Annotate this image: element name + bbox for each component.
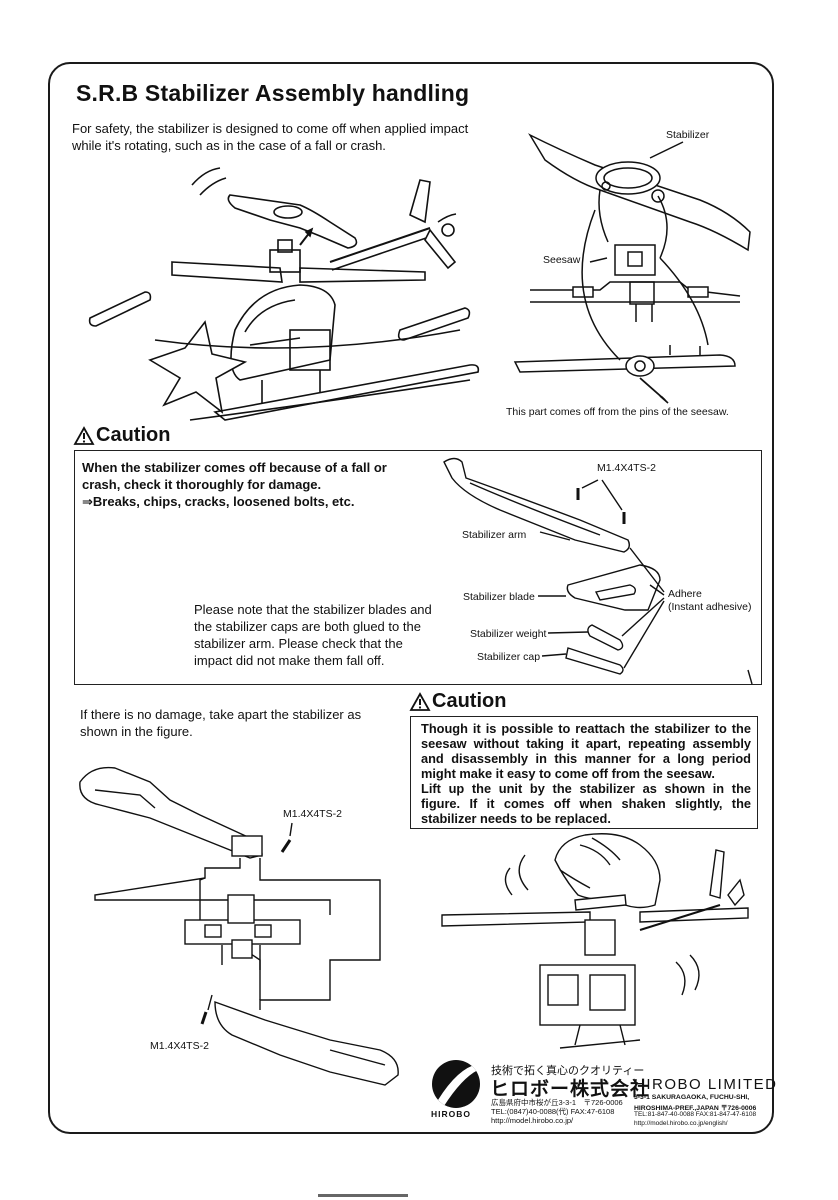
label-screw-top: M1.4X4TS-2: [283, 808, 342, 820]
scan-edge-mark: [318, 1194, 408, 1197]
caution-heading-1: Caution: [73, 424, 171, 447]
intro-text: For safety, the stabilizer is designed t…: [72, 121, 469, 153]
caution-1-line-1: When the stabilizer comes off because of…: [82, 460, 387, 492]
caution-heading-2: Caution: [409, 690, 507, 713]
caution-2-para-2: Lift up the unit by the stabilizer as sh…: [421, 781, 751, 826]
en-tel: TEL:81-847-40-0088 FAX:81-847-47-6108: [634, 1111, 757, 1118]
label-adhere: Adhere: [668, 588, 702, 600]
label-stabilizer-cap: Stabilizer cap: [477, 651, 541, 663]
document-frame: [48, 62, 774, 1134]
jp-tel: TEL:(0847)40-0088(代) FAX:47-6108: [491, 1107, 615, 1116]
glue-note: Please note that the stabilizer blades a…: [194, 602, 432, 668]
warning-icon: [73, 425, 95, 445]
arrow-symbol: ⇒: [82, 494, 93, 509]
warning-icon: [409, 691, 431, 711]
label-stabilizer-weight: Stabilizer weight: [470, 628, 547, 640]
label-screw-bottom: M1.4X4TS-2: [150, 1040, 209, 1052]
caution-box-2: Though it is possible to reattach the st…: [410, 716, 758, 829]
caution-1-line-2: Breaks, chips, cracks, loosened bolts, e…: [92, 494, 355, 509]
label-seesaw: Seesaw: [543, 254, 581, 266]
en-company-name: HIROBO LIMITED: [634, 1076, 778, 1093]
jp-address: 広島県府中市桜が丘3-3-1 〒726-0006: [491, 1098, 623, 1107]
page-title: S.R.B Stabilizer Assembly handling: [76, 80, 470, 106]
label-instant-adhesive: (Instant adhesive): [668, 601, 752, 613]
disassembly-text: If there is no damage, take apart the st…: [80, 707, 362, 739]
jp-company-name: ヒロボー株式会社: [490, 1078, 651, 1100]
caution-box-1: [74, 450, 762, 685]
caution-label-1: Caution: [96, 424, 171, 446]
label-screw-1: M1.4X4TS-2: [597, 462, 656, 474]
caution-label-2: Caution: [432, 690, 507, 712]
hirobo-logo-word: HIROBO: [431, 1109, 471, 1119]
label-stabilizer: Stabilizer: [666, 129, 710, 141]
en-address-1: 3-3-1 SAKURAGAOKA, FUCHU-SHI,: [634, 1094, 750, 1101]
caution-1-text: When the stabilizer comes off because of…: [82, 459, 422, 510]
caution-2-para-1: Though it is possible to reattach the st…: [421, 721, 751, 781]
label-stabilizer-blade: Stabilizer blade: [463, 591, 535, 603]
jp-url: http://model.hirobo.co.jp/: [491, 1116, 574, 1125]
jp-slogan: 技術で拓く真心のクオリティー: [491, 1064, 645, 1077]
en-address-2: HIROSHIMA-PREF.,JAPAN 〒726-0006: [634, 1105, 757, 1112]
hirobo-swoosh-icon: [438, 1064, 478, 1106]
caption-seesaw-pins: This part comes off from the pins of the…: [506, 406, 729, 418]
en-url: http://model.hirobo.co.jp/english/: [634, 1120, 728, 1127]
label-stabilizer-arm: Stabilizer arm: [462, 529, 527, 541]
hirobo-logo: [432, 1060, 480, 1108]
